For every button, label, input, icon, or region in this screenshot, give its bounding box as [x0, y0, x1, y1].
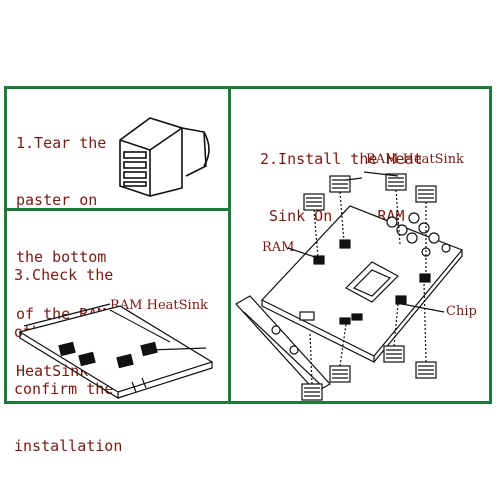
chip-label: Chip	[446, 304, 477, 319]
step1-text: 1.Tear the paster on the bottom of the R…	[16, 96, 106, 400]
card-backside-illustration	[18, 303, 214, 400]
horizontal-divider	[4, 208, 230, 211]
ram-label: RAM	[262, 240, 295, 255]
step3-line: installation	[14, 437, 123, 455]
vertical-divider	[228, 86, 231, 404]
step1-line: paster on	[16, 191, 98, 209]
outer-frame	[4, 86, 492, 404]
step1-line: the bottom	[16, 248, 107, 266]
step1-line: HeatSink	[16, 362, 89, 380]
step2-text: 2.Install the Heat Sink On the RAM	[260, 112, 423, 245]
step1-line: 1.Tear the	[16, 134, 107, 152]
graphics-card-illustration	[109, 171, 463, 401]
ram-heatsink-label-top: RAM HeatSink	[366, 152, 464, 167]
step3-line: 3.Check the	[14, 266, 114, 284]
step2-line: 2.Install the Heat	[260, 150, 423, 168]
heatsink-peel-illustration	[119, 117, 210, 197]
